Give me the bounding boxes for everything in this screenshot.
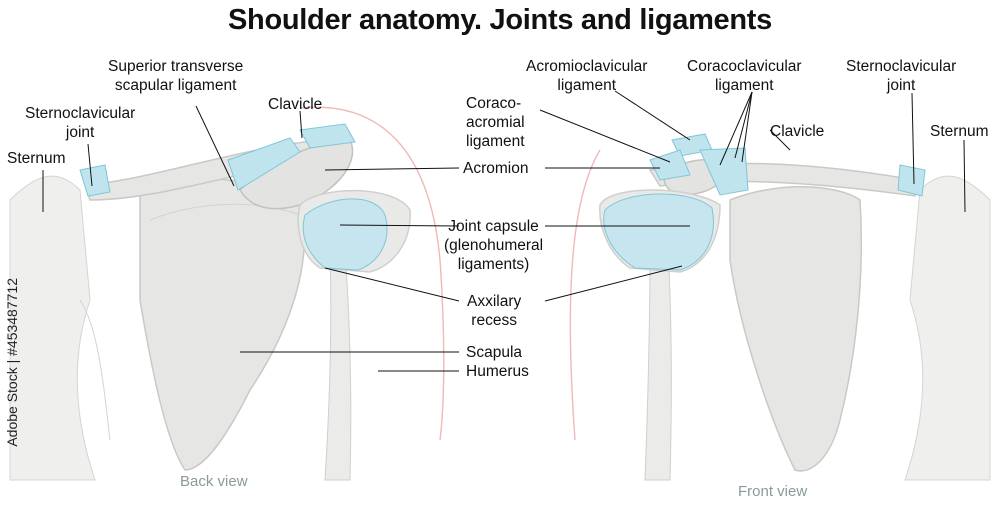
label-sternoclavicular-joint-back: Sternoclavicular joint	[25, 105, 136, 141]
ac-ligament-back	[299, 123, 356, 149]
back-view-skeleton	[9, 123, 411, 481]
page-title: Shoulder anatomy. Joints and ligaments	[228, 4, 772, 36]
sternum-front	[904, 175, 991, 481]
joint-capsule-back	[302, 198, 388, 271]
joint-capsule-front	[603, 193, 714, 271]
label-coracoacromial-ligament: Coraco- acromial ligament	[466, 95, 525, 150]
back-view-caption: Back view	[180, 473, 248, 490]
sternoclavicular-joint-back	[79, 164, 111, 197]
sternoclavicular-joint-front	[897, 164, 926, 197]
label-text: Superior transverse scapular ligament	[108, 58, 244, 94]
label-clavicle-back: Clavicle	[268, 96, 323, 113]
label-clavicle-front: Clavicle	[770, 123, 825, 140]
label-axillary-recess: Axxilary recess	[467, 293, 522, 329]
scapula-front	[729, 186, 863, 472]
scapula-back	[139, 177, 306, 471]
front-view-caption: Front view	[738, 483, 808, 500]
superior-transverse-ligament	[227, 137, 301, 191]
watermark-text: Adobe Stock | #453487712	[4, 278, 20, 447]
skin-outline	[299, 106, 601, 441]
label-sternum-back: Sternum	[7, 150, 66, 167]
coracoclavicular-ligament	[699, 147, 749, 196]
label-humerus: Humerus	[466, 363, 529, 380]
label-joint-capsule: Joint capsule (glenohumeral ligaments)	[444, 218, 544, 273]
label-sternoclavicular-joint-front: Sternoclavicular joint	[846, 58, 957, 94]
label-sternum-front: Sternum	[930, 123, 989, 140]
label-coracoclavicular-ligament: Coracoclavicular ligament	[687, 58, 802, 94]
label-scapula: Scapula	[466, 344, 523, 361]
front-view-skeleton	[599, 133, 991, 481]
label-acromioclavicular-ligament: Acromioclavicular ligament	[526, 58, 648, 94]
label-superior-transverse-scapular-ligament: Superior transverse scapular ligament	[108, 57, 243, 95]
leader-lines	[42, 90, 966, 372]
sternum-back	[9, 175, 96, 481]
label-acromion: Acromion	[463, 160, 529, 177]
